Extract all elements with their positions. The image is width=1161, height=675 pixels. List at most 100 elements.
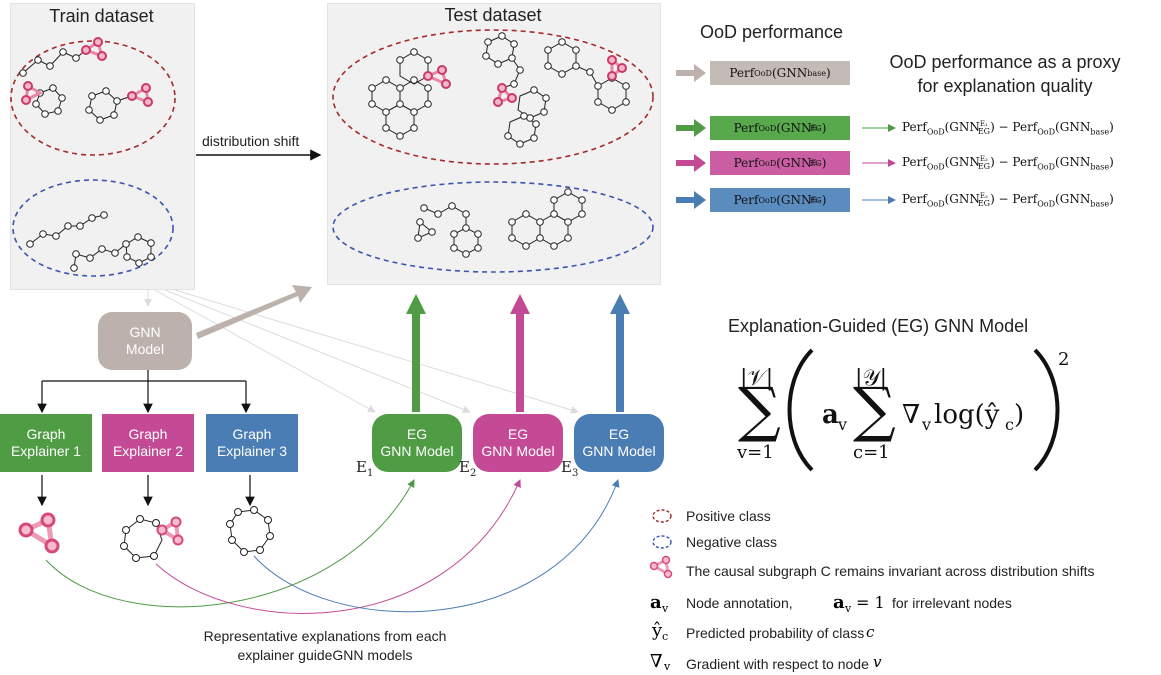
eg-model-line2: GNN Model	[582, 443, 656, 459]
legend-negative: Negative class	[686, 534, 778, 550]
svg-text:v: v	[921, 415, 931, 434]
eg-gnn-model-2: EG GNN Model	[473, 414, 563, 472]
explainer-line1: Graph	[232, 425, 272, 442]
eg-label-index: 1	[366, 468, 374, 479]
proxy-title-line1: OoD performance as a proxy	[889, 52, 1121, 72]
ood-performance-title: OoD performance	[700, 22, 844, 42]
svg-text:c: c	[662, 630, 668, 643]
perf-label: Perf	[729, 66, 755, 80]
train-positive-ellipse	[10, 40, 176, 156]
explanation-to-eg-curves	[45, 479, 620, 614]
test-positive-ellipse	[332, 29, 654, 165]
explanation-2	[120, 515, 184, 562]
svg-text:c=1: c=1	[853, 442, 890, 463]
svg-text:∇: ∇	[902, 400, 920, 430]
svg-text:|𝒱|: |𝒱|	[740, 366, 773, 391]
eg-label-letter: E	[459, 458, 470, 476]
svg-text:c: c	[866, 623, 875, 641]
svg-text:v=1: v=1	[736, 442, 774, 463]
svg-text:v: v	[873, 653, 882, 671]
svg-text:v: v	[663, 660, 671, 673]
gnn-to-test-arrow	[196, 285, 312, 339]
test-dataset-title: Test dataset	[444, 5, 542, 25]
eg-gnn-model-1: EG GNN Model	[372, 414, 462, 472]
eg-label-letter: E	[356, 458, 367, 476]
svg-text:): )	[1014, 400, 1024, 430]
svg-text:∇: ∇	[650, 651, 663, 672]
explanation-1	[18, 512, 60, 554]
eg-gnn-model-3: EG GNN Model	[574, 414, 664, 472]
svg-text:v: v	[844, 602, 852, 615]
test-causal-subgraphs	[423, 55, 627, 107]
gnn-to-explainers-arrows	[37, 370, 255, 507]
eg-to-test-arrows	[406, 294, 630, 412]
explainer-line2: Explainer 1	[10, 443, 82, 459]
test-dataset-panel	[327, 3, 661, 285]
test-negative-ellipse	[332, 181, 654, 273]
explainer-line2: Explainer 2	[112, 443, 184, 459]
explainer-line2: Explainer 3	[216, 443, 288, 459]
train-molecules	[19, 48, 155, 272]
graph-explainer-1: Graph Explainer 1	[0, 414, 92, 472]
legend-annotation: Node annotation,	[686, 595, 793, 611]
svg-text:a: a	[833, 592, 845, 613]
perf-diff-2: PerfOoD(GNNE₂EG) − PerfOoD(GNNbase)	[902, 155, 1114, 172]
graph-explainer-2: Graph Explainer 2	[102, 414, 194, 472]
eg-model-line1: EG	[608, 425, 630, 442]
eg-loss-formula: |𝒱| ∑ v=1 a v |𝒴| ∑ c=1 ∇ v log(ŷ c ) 2	[736, 348, 1069, 472]
eg-label-2: E2	[459, 458, 476, 479]
test-molecules	[368, 32, 630, 258]
svg-text:|𝒴|: |𝒴|	[855, 366, 887, 391]
proxy-title-line2: for explanation quality	[917, 76, 1093, 96]
graph-explainer-3: Graph Explainer 3	[206, 414, 298, 472]
eg-label-index: 2	[469, 468, 477, 479]
legend-causal: The causal subgraph C remains invariant …	[686, 563, 1095, 579]
svg-text:= 1: = 1	[856, 593, 885, 612]
svg-text:ŷ: ŷ	[651, 620, 663, 641]
svg-text:∑: ∑	[853, 375, 896, 445]
eg-model-line1: EG	[507, 425, 529, 442]
perf-diff-3: PerfOoD(GNNE₃EG) − PerfOoD(GNNbase)	[902, 192, 1114, 209]
eg-model-line2: GNN Model	[380, 443, 454, 459]
perf-label: Perf	[733, 121, 759, 135]
train-causal-subgraphs	[21, 37, 153, 107]
train-dataset-panel	[10, 3, 195, 290]
eg-model-title: Explanation-Guided (EG) GNN Model	[728, 316, 1029, 336]
legend-annotation-tail: for irrelevant nodes	[892, 595, 1012, 611]
train-dataset-title: Train dataset	[49, 6, 154, 26]
ood-arrows	[676, 64, 896, 209]
svg-text:log(ŷ: log(ŷ	[934, 400, 1000, 430]
eg-label-index: 3	[571, 468, 579, 479]
explainer-line1: Graph	[128, 425, 168, 442]
svg-text:∑: ∑	[738, 375, 781, 445]
svg-text:a: a	[650, 592, 662, 613]
eg-label-3: E3	[561, 458, 578, 479]
eg-label-1: E1	[356, 458, 373, 479]
svg-text:v: v	[837, 415, 847, 434]
train-negative-ellipse	[12, 179, 174, 277]
distribution-shift-label: distribution shift	[202, 133, 300, 149]
svg-text:v: v	[661, 602, 669, 615]
explanation-3	[226, 506, 274, 556]
eg-model-line2: GNN Model	[481, 443, 555, 459]
gnn-model-box: GNN Model	[98, 312, 192, 370]
eg-label-letter: E	[561, 458, 572, 476]
explanations-caption-line2: explainer guideGNN models	[237, 647, 413, 663]
perf-diff-1: PerfOoD(GNNE₁EG) − PerfOoD(GNNbase)	[902, 120, 1114, 137]
legend-predicted: Predicted probability of class	[686, 625, 865, 641]
explanations-caption-line1: Representative explanations from each	[203, 628, 447, 644]
perf-label: Perf	[733, 156, 759, 170]
gnn-model-line1: GNN	[129, 323, 161, 340]
legend-positive: Positive class	[686, 508, 771, 524]
eg-model-line1: EG	[406, 425, 428, 442]
svg-text:c: c	[1005, 415, 1014, 434]
perf-label: Perf	[733, 193, 759, 207]
svg-text:2: 2	[1058, 349, 1069, 370]
svg-text:a: a	[822, 400, 839, 430]
